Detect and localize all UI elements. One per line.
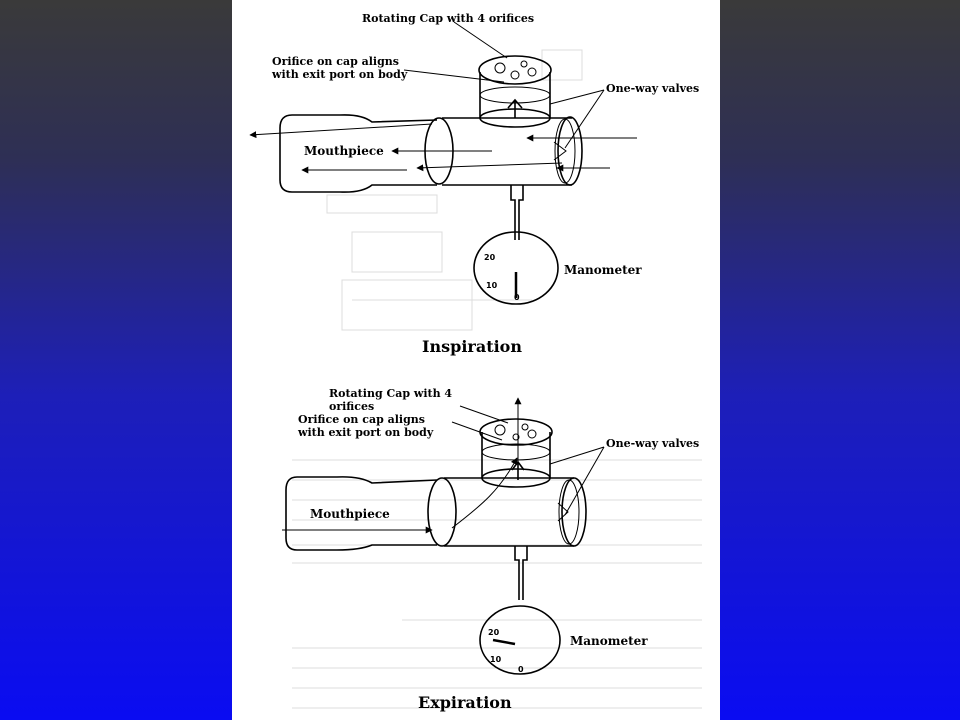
mouthpiece-tube — [279, 114, 438, 193]
orifice-label-line1: Orifice on cap aligns — [272, 55, 399, 68]
flow-arrow — [416, 162, 563, 172]
expiration-title: Expiration — [418, 693, 512, 712]
cap-orifice-icon — [494, 62, 506, 74]
one-way-valve-end — [557, 116, 583, 186]
manometer-needle — [492, 638, 516, 646]
manometer-label: Manometer — [570, 634, 648, 648]
orifice-label-line1: Orifice on cap aligns — [298, 413, 425, 426]
manometer-dial — [479, 605, 561, 675]
cap-chamber — [481, 432, 551, 478]
mouthpiece-tube — [285, 476, 438, 551]
cap-orifice-icon — [494, 424, 506, 436]
valves-label: One-way valves — [606, 82, 699, 95]
flow-arrow — [249, 123, 433, 139]
manometer-tick-20: 20 — [484, 253, 496, 262]
mouthpiece-label: Mouthpiece — [304, 144, 384, 158]
orifice-label-line2: with exit port on body — [297, 426, 434, 439]
cap-label-line1: Rotating Cap with 4 — [329, 387, 452, 400]
orifice-label-line2: with exit port on body — [271, 68, 408, 81]
expiration-diagram: 20 10 0 Rotating Cap with 4 orifices Ori… — [282, 387, 699, 712]
device-body — [444, 477, 574, 547]
manometer-tick-10: 10 — [490, 655, 502, 664]
manometer-tick-10: 10 — [486, 281, 498, 290]
cap-label-line2: orifices — [329, 400, 374, 413]
manometer-stem — [510, 185, 524, 240]
inspiration-title: Inspiration — [422, 337, 522, 356]
flow-arrow — [451, 457, 518, 529]
manometer-stem — [514, 546, 528, 600]
manometer-dial — [473, 231, 559, 305]
cap-label: Rotating Cap with 4 orifices — [362, 12, 534, 25]
rotating-cap — [479, 418, 553, 446]
manometer-tick-0: 0 — [514, 293, 520, 302]
rotating-cap — [478, 55, 552, 85]
manometer-label: Manometer — [564, 263, 642, 277]
pep-device-diagram: 20 10 0 Rotating Cap with 4 orifices Ori… — [249, 12, 702, 712]
diagram-slide: 20 10 0 Rotating Cap with 4 orifices Ori… — [232, 0, 720, 720]
inspiration-diagram: 20 10 0 Rotating Cap with 4 orifices Ori… — [249, 12, 699, 356]
valves-label: One-way valves — [606, 437, 699, 450]
one-way-valve-end — [561, 477, 587, 547]
manometer-tick-0: 0 — [518, 665, 524, 674]
manometer-tick-20: 20 — [488, 628, 500, 637]
mouthpiece-label: Mouthpiece — [310, 507, 390, 521]
